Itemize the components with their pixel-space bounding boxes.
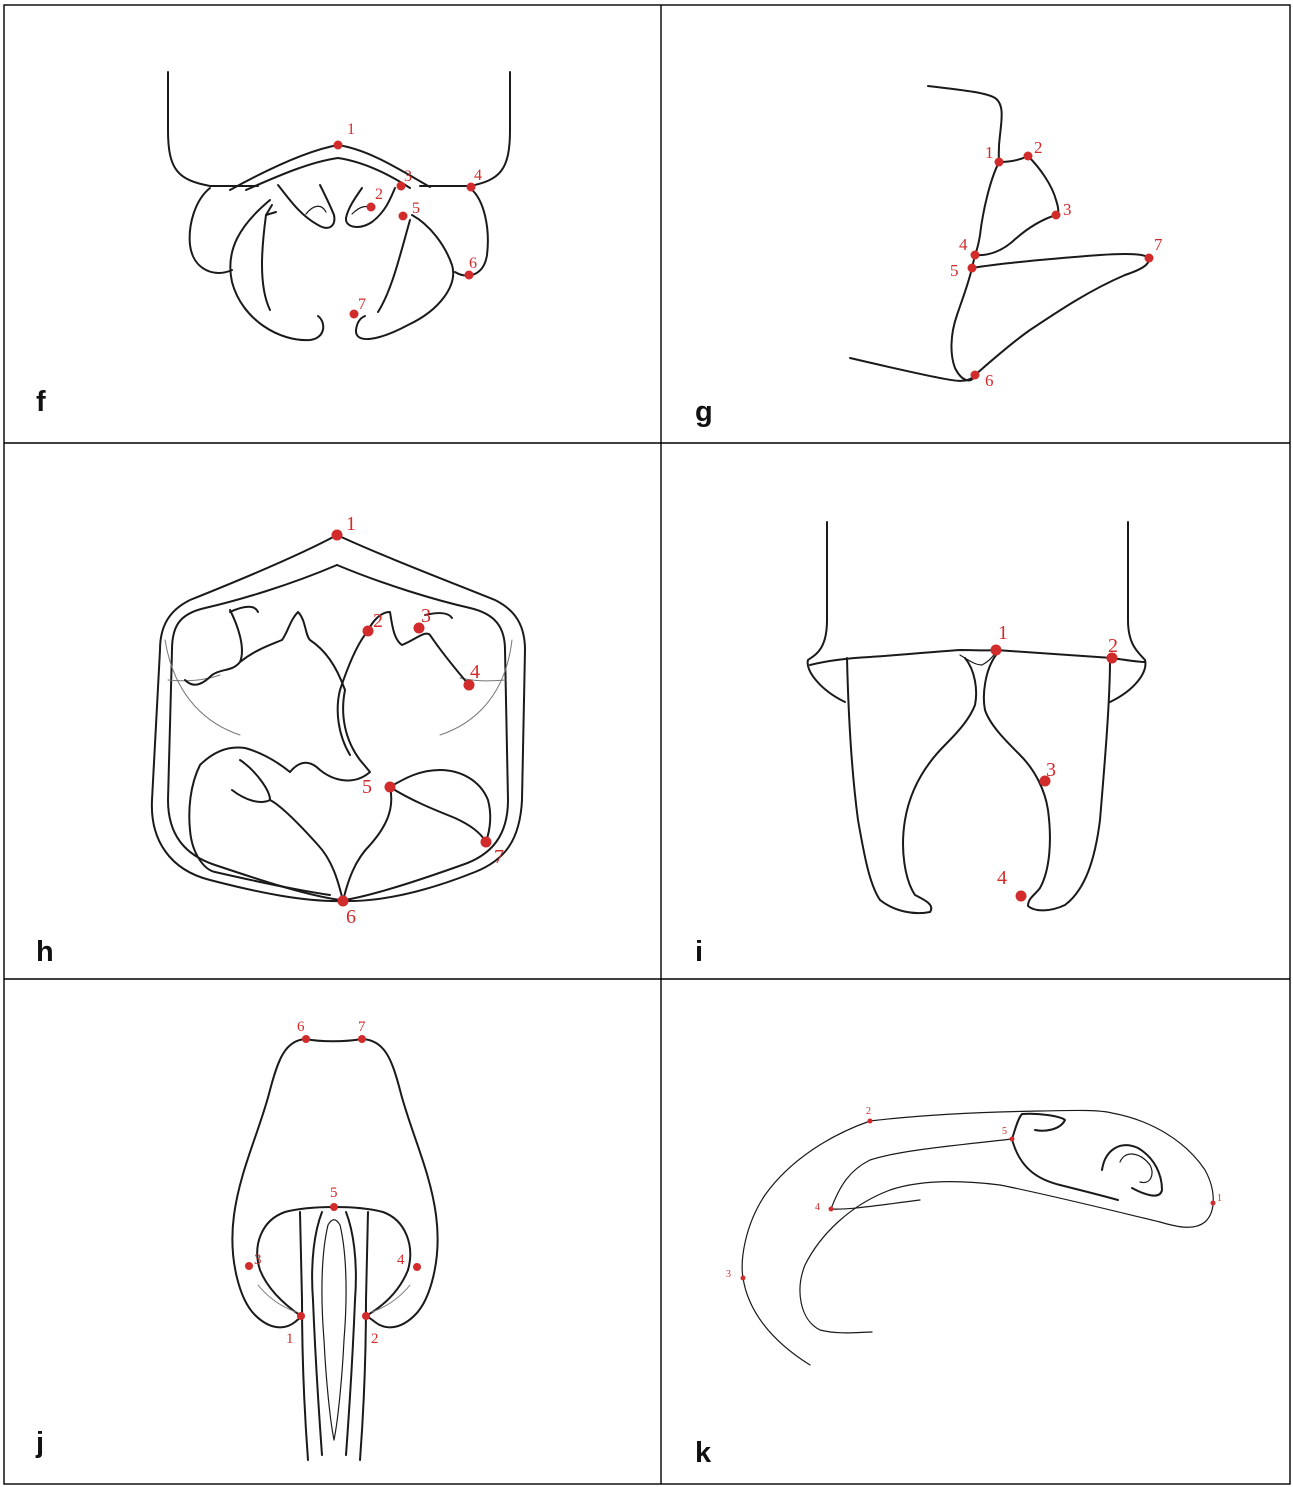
- landmark-label-g-2: 2: [1034, 138, 1043, 157]
- panel-j: 1 2 3 4 5 6 7 j: [35, 1019, 438, 1460]
- landmark-dot-h-1: [332, 530, 343, 541]
- landmark-dot-f-1: [334, 141, 343, 150]
- landmark-label-f-2: 2: [375, 186, 383, 203]
- landmark-label-k-1: 1: [1217, 1193, 1222, 1204]
- landmark-dot-h-7: [481, 837, 492, 848]
- panel-label-j: j: [35, 1427, 44, 1459]
- landmark-dot-i-1: [991, 645, 1002, 656]
- landmarks-g: 1 2 3 45 6 7: [950, 138, 1163, 390]
- landmark-dot-k-3: [741, 1276, 746, 1281]
- landmark-label-h-5: 5: [362, 776, 372, 798]
- drawing-k: [742, 1110, 1213, 1365]
- landmark-label-g-4: 4: [959, 235, 968, 254]
- landmark-label-h-2: 2: [373, 610, 383, 632]
- landmark-dot-j-4: [413, 1263, 421, 1271]
- landmark-label-i-3: 3: [1046, 759, 1056, 781]
- drawing-h: [152, 535, 525, 901]
- panel-label-g: g: [695, 396, 713, 428]
- landmark-dot-j-5: [330, 1203, 338, 1211]
- panel-label-f: f: [36, 386, 46, 418]
- landmark-label-g-7: 7: [1154, 235, 1163, 254]
- drawing-j: [232, 1039, 437, 1460]
- landmark-dot-j-6: [302, 1035, 310, 1043]
- landmark-label-h-1: 1: [346, 513, 356, 535]
- landmark-dot-h-2: [363, 626, 374, 637]
- landmark-label-k-4: 4: [815, 1202, 820, 1213]
- landmark-dot-h-6: [338, 896, 349, 907]
- landmark-label-f-3: 3: [404, 168, 412, 185]
- landmark-dot-g-1: [995, 158, 1004, 167]
- landmark-label-f-5: 5: [412, 200, 420, 217]
- landmark-label-i-1: 1: [998, 622, 1008, 644]
- landmark-dot-k-1: [1211, 1201, 1216, 1206]
- landmarks-f: 1 2 3 4 5 6 7: [334, 121, 483, 319]
- landmark-dot-j-1: [297, 1312, 305, 1320]
- landmark-dot-g-6: [971, 371, 980, 380]
- landmark-label-i-4: 4: [997, 867, 1007, 889]
- landmark-label-h-7: 7: [494, 846, 504, 868]
- landmark-dot-k-5: [1010, 1137, 1015, 1142]
- landmark-label-g-5: 5: [950, 261, 959, 280]
- landmark-dot-g-5: [968, 264, 977, 273]
- panel-grid: [4, 5, 1290, 1484]
- landmark-label-k-2: 2: [866, 1106, 871, 1117]
- landmark-dot-g-4: [971, 251, 980, 260]
- landmark-label-j-4: 4: [397, 1252, 405, 1268]
- landmark-dot-g-7: [1145, 254, 1154, 263]
- landmarks-h: 1 2 3 4 5 6 7: [332, 513, 505, 928]
- drawing-f: [168, 72, 510, 340]
- landmark-label-g-1: 1: [985, 143, 994, 162]
- landmark-label-j-6: 6: [297, 1019, 305, 1035]
- landmark-label-k-3: 3: [726, 1269, 731, 1280]
- landmark-label-j-3: 3: [254, 1252, 262, 1268]
- landmark-dot-g-2: [1024, 152, 1033, 161]
- landmark-dot-h-5: [385, 782, 396, 793]
- panel-f: 1 2 3 4 5 6 7 f: [36, 72, 510, 418]
- landmark-label-h-6: 6: [346, 906, 356, 928]
- landmark-dot-k-4: [829, 1207, 834, 1212]
- panel-label-h: h: [36, 936, 54, 968]
- landmark-label-k-5: 5: [1002, 1126, 1007, 1137]
- landmark-label-j-1: 1: [286, 1331, 294, 1347]
- landmark-label-j-2: 2: [371, 1331, 379, 1347]
- landmark-dot-j-7: [358, 1035, 366, 1043]
- landmark-label-g-3: 3: [1063, 200, 1072, 219]
- landmark-label-i-2: 2: [1108, 635, 1118, 657]
- landmark-dot-j-3: [245, 1262, 253, 1270]
- landmark-label-f-6: 6: [469, 255, 477, 272]
- landmarks-i: 1 2 3 4: [991, 622, 1119, 902]
- panel-label-i: i: [695, 936, 703, 968]
- drawing-i: [808, 522, 1146, 913]
- panel-k: 1 2 3 4 5 k: [695, 1106, 1222, 1469]
- panel-label-k: k: [695, 1437, 712, 1469]
- landmark-dot-i-4: [1016, 891, 1027, 902]
- landmark-label-j-7: 7: [358, 1019, 366, 1035]
- panel-g: 1 2 3 45 6 7 g: [695, 86, 1163, 428]
- landmark-label-f-4: 4: [474, 167, 482, 184]
- landmark-label-h-3: 3: [421, 605, 431, 627]
- landmark-dot-f-5: [399, 212, 408, 221]
- landmark-dot-f-2: [367, 203, 376, 212]
- landmark-label-f-7: 7: [358, 296, 366, 313]
- landmark-dot-j-2: [362, 1312, 370, 1320]
- landmarks-k: 1 2 3 4 5: [726, 1106, 1222, 1281]
- landmark-label-j-5: 5: [330, 1185, 338, 1201]
- landmark-label-g-6: 6: [985, 371, 994, 390]
- landmark-label-f-1: 1: [347, 121, 355, 138]
- landmark-label-h-4: 4: [470, 661, 480, 683]
- landmark-dot-k-2: [868, 1119, 873, 1124]
- panel-i: 1 2 3 4 i: [695, 522, 1145, 968]
- drawing-g: [850, 86, 1149, 381]
- landmark-dot-g-3: [1052, 211, 1061, 220]
- panel-h: 1 2 3 4 5 6 7 h: [36, 513, 525, 968]
